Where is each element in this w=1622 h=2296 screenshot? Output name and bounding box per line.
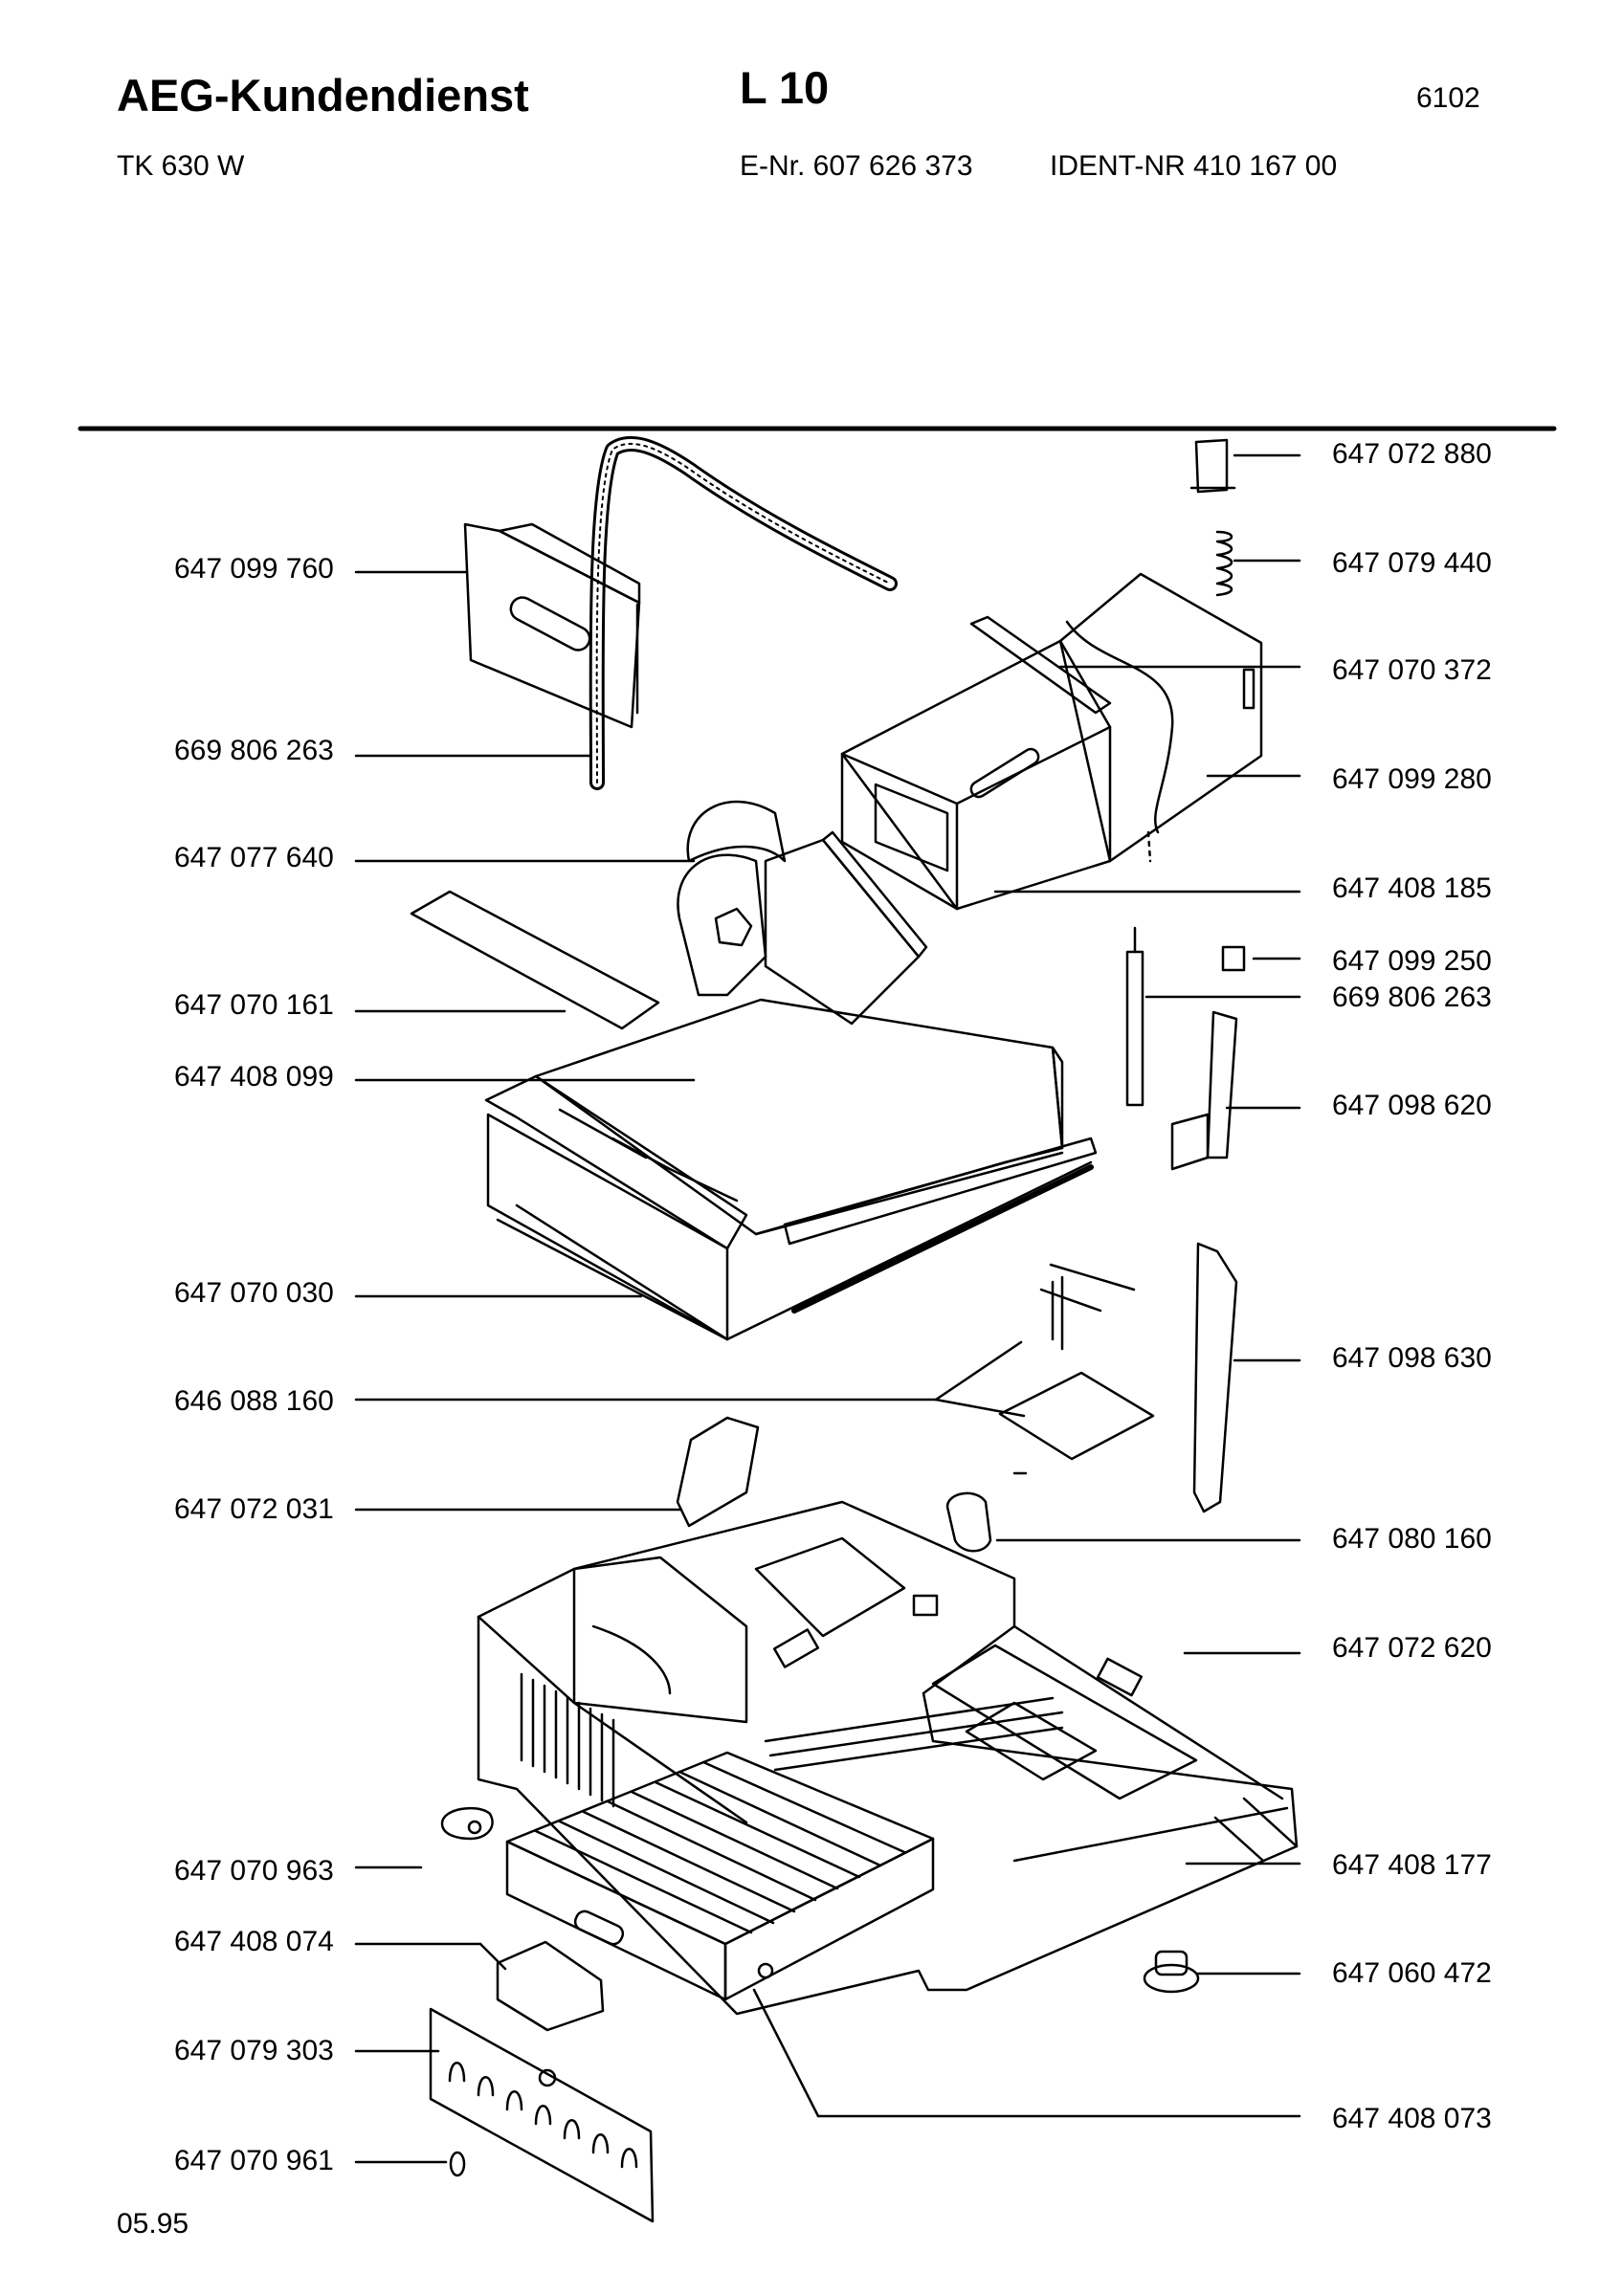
motor-clip (945, 1491, 992, 1553)
part-label: 647 099 280 (1332, 763, 1492, 795)
upper-box (840, 572, 1263, 911)
part-label: 647 070 161 (174, 989, 334, 1021)
spring (1215, 530, 1233, 597)
holder (676, 1416, 760, 1528)
filter-pad (410, 890, 660, 1030)
air-duct (484, 998, 1098, 1341)
print-date: 05.95 (117, 2208, 189, 2240)
handle (496, 1940, 605, 2032)
terminal (1221, 945, 1246, 972)
part-label: 647 098 620 (1332, 1090, 1492, 1121)
part-label: 669 806 263 (174, 735, 334, 766)
cover-plate (463, 522, 641, 729)
foot (1143, 1950, 1200, 1994)
part-label: 647 408 099 (174, 1061, 334, 1093)
plate-insulation (998, 1371, 1155, 1461)
part-label: 647 070 961 (174, 2145, 334, 2176)
part-label: 647 072 880 (1332, 438, 1492, 470)
part-label: 647 070 372 (1332, 654, 1492, 686)
brand-title: AEG-Kundendienst (117, 70, 529, 121)
knob (440, 1806, 494, 1841)
part-label: 646 088 160 (174, 1385, 334, 1417)
bracket-long (1192, 1242, 1238, 1513)
fan-housing (677, 800, 928, 1026)
part-label: 647 099 250 (1332, 945, 1492, 977)
drawer-slats (534, 1760, 906, 1934)
part-label: 647 408 185 (1332, 872, 1492, 904)
part-label: 647 072 031 (174, 1493, 334, 1525)
e-number: E-Nr. 607 626 373 (740, 150, 973, 182)
part-label: 647 408 073 (1332, 2103, 1492, 2134)
base-vent-slots (520, 1672, 615, 1808)
hose-upper (589, 435, 898, 790)
model-title: L 10 (740, 62, 830, 113)
part-label: 647 070 030 (174, 1277, 334, 1309)
part-label: 647 077 640 (174, 842, 334, 873)
part-label: 647 080 160 (1332, 1523, 1492, 1555)
page-code: 6102 (1416, 82, 1480, 114)
part-label: 669 806 263 (1332, 982, 1492, 1013)
part-label: 647 070 963 (174, 1855, 334, 1887)
part-label: 647 060 472 (1332, 1957, 1492, 1989)
leader-lines-right (752, 453, 1301, 2118)
base-frame (477, 1500, 1299, 2016)
device-type: TK 630 W (117, 150, 245, 182)
bracket-upper (1206, 1010, 1238, 1159)
part-label: 647 098 630 (1332, 1342, 1492, 1374)
part-label: 647 408 177 (1332, 1849, 1492, 1881)
part-label: 647 079 440 (1332, 547, 1492, 579)
filter-drawer (505, 1696, 1064, 2001)
part-label: 647 099 760 (174, 553, 334, 585)
screw (449, 2151, 466, 2177)
heating-rod (1125, 950, 1144, 1107)
clip (1194, 438, 1229, 494)
leader-lines-left (354, 570, 1026, 2164)
part-label: 647 072 620 (1332, 1632, 1492, 1664)
vent-grille (429, 2007, 655, 2223)
rail (969, 615, 1112, 715)
part-label: 647 408 074 (174, 1926, 334, 1957)
part-label: 647 079 303 (174, 2035, 334, 2066)
ident-number: IDENT-NR 410 167 00 (1050, 150, 1338, 182)
inner-slats (764, 1696, 1064, 1772)
